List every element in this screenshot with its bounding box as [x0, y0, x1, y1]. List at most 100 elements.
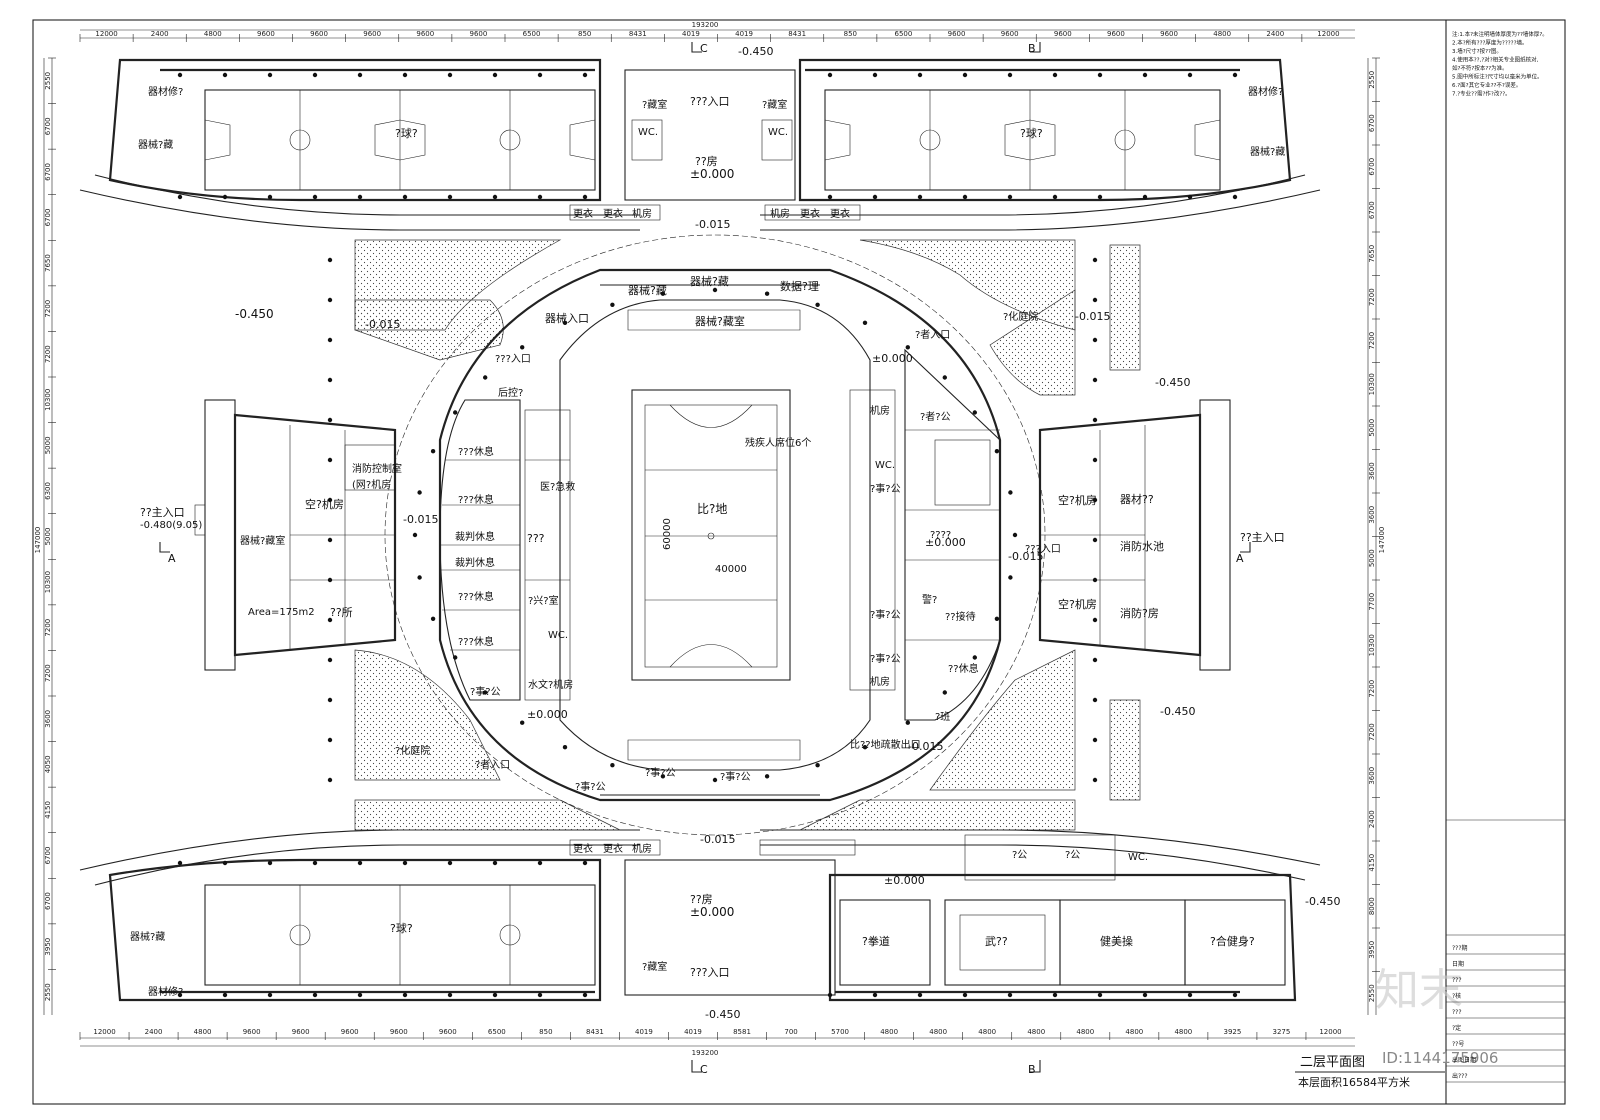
column-dot [327, 417, 333, 423]
dim-label: 2400 [151, 30, 169, 38]
column-dot [430, 616, 436, 621]
label-machine-1: 机房 [632, 207, 652, 220]
top-center-block [569, 69, 861, 221]
column-dot [1187, 194, 1193, 200]
label-affairs-s2: ?事?公 [720, 770, 751, 783]
note-line: 如?不符?按本??为准。 [1452, 64, 1508, 72]
note-line: 4.使用本??,?对?相关专业图纸核对, [1452, 56, 1539, 64]
dim-label: 8431 [788, 30, 806, 38]
label-court-length: 60000 [662, 518, 673, 550]
label-affairs-e3: ?事?公 [870, 652, 901, 665]
column-dot [327, 337, 333, 343]
column-dot [177, 860, 183, 866]
column-dot [402, 992, 408, 998]
label-main-entry-left: ??主入口 [140, 506, 185, 519]
column-dot [1092, 497, 1098, 503]
label-rest-2: ???休息 [458, 493, 494, 506]
column-dot [1097, 72, 1103, 78]
column-dot [562, 320, 568, 325]
dim-label: 6700 [1368, 201, 1376, 219]
dim-label: 7650 [44, 254, 52, 272]
dim-side-right: 147000 [1378, 527, 1386, 554]
dim-label: 9600 [310, 30, 328, 38]
tb-row-label: ?核 [1452, 992, 1461, 1000]
label-affairs-s1: ?事?公 [645, 766, 676, 779]
column-dot [312, 72, 318, 78]
top-left-wing [79, 58, 640, 231]
column-dot [1052, 194, 1058, 200]
label-entry-bottom: ???入口 [690, 966, 730, 979]
column-dot [483, 690, 488, 695]
elev-main-left: -0.480(9.05) [140, 520, 202, 531]
label-storage-tr: ?藏室 [762, 98, 787, 111]
dim-label: 4800 [978, 1028, 996, 1036]
dim-label: 10300 [44, 389, 52, 411]
column-dot [1092, 417, 1098, 423]
label-machine-e1: 机房 [870, 404, 890, 417]
dim-label: 9600 [1107, 30, 1125, 38]
column-dot [492, 860, 498, 866]
column-dot [962, 992, 968, 998]
notes-block: 注:1.本?未注明墙体厚度为??墙体厚?。2.本?所有???厚度为?????墙。… [1452, 30, 1548, 98]
column-dot [942, 690, 947, 695]
column-dot [492, 992, 498, 998]
column-dot [417, 575, 422, 580]
label-entry-nw: ???入口 [495, 354, 531, 365]
dim-label: 9600 [243, 1028, 261, 1036]
label-changing-1: 更衣 [573, 207, 593, 220]
label-affairs-s3: ?事?公 [575, 780, 606, 793]
column-dot [222, 992, 228, 998]
column-dot [905, 345, 910, 350]
column-dot [447, 194, 453, 200]
elev-top: -0.450 [738, 45, 773, 58]
column-dot [562, 745, 568, 750]
label-hvac-right2: 空?机房 [1058, 597, 1097, 611]
label-martial: 武?? [985, 935, 1008, 948]
column-dot [447, 72, 453, 78]
dim-label: 4050 [44, 755, 52, 773]
section-a-left: A [168, 552, 176, 565]
label-gong-2: ?公 [1065, 850, 1080, 861]
column-dot [1142, 992, 1148, 998]
label-court-width: 40000 [715, 564, 747, 575]
label-equip-entry: 器械入口 [545, 311, 589, 325]
column-dot [222, 72, 228, 78]
elev-bottom-right: -0.450 [1305, 895, 1340, 908]
column-dot [1232, 194, 1238, 200]
tb-row-label: ??? [1452, 1009, 1462, 1016]
label-changing-3: 更衣 [800, 207, 820, 220]
column-dot [660, 774, 666, 779]
column-dot [1008, 490, 1013, 495]
section-b-top: B [1028, 42, 1036, 55]
label-equip-storeroom-left: 器械?藏室 [240, 534, 285, 547]
elev-zero-west: ±0.000 [527, 708, 568, 721]
column-dot [327, 617, 333, 623]
watermark-id: ID:1144175906 [1382, 1049, 1498, 1067]
note-line: 2.本?所有???厚度为?????墙。 [1452, 39, 1528, 47]
note-line: 3.墙?尺寸?按??图。 [1452, 47, 1502, 55]
label-comp-field: 比?地 [697, 502, 727, 516]
column-dot [177, 72, 183, 78]
elev-015-leftmid: -0.015 [403, 513, 438, 526]
column-dot [412, 532, 418, 538]
column-dot [222, 860, 228, 866]
dim-label: 3600 [1368, 506, 1376, 524]
column-dot [327, 377, 333, 383]
label-equip-right: 器材?? [1120, 492, 1154, 506]
label-wc-tr: WC. [768, 127, 788, 138]
column-dot [177, 194, 183, 200]
label-athletes-office: ?者?公 [920, 411, 951, 423]
column-dot [827, 72, 833, 78]
label-wc-s: WC. [1128, 852, 1148, 863]
label-fire-pool: 消防水池 [1120, 539, 1164, 553]
dim-label: 10300 [1368, 373, 1376, 395]
column-dot [1012, 532, 1018, 538]
dim-label: 850 [844, 30, 857, 38]
column-dot [1092, 457, 1098, 463]
column-dot [764, 774, 770, 779]
column-dot [357, 72, 363, 78]
label-data-room: 数据?理 [780, 279, 819, 293]
label-back-control: 后控? [498, 386, 523, 399]
dim-label: 7200 [1368, 680, 1376, 698]
tb-row-label: 出??? [1452, 1072, 1468, 1080]
